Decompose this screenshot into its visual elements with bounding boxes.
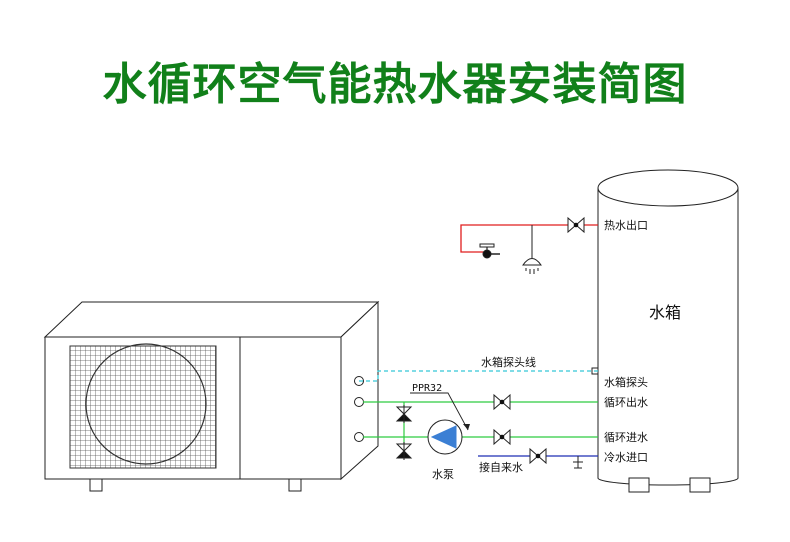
heat-pump-unit bbox=[43, 300, 380, 492]
cold-water-inlet-label: 冷水进口 bbox=[604, 451, 648, 464]
hot-water-pipe bbox=[460, 224, 598, 253]
shower-head-icon bbox=[522, 225, 542, 274]
check-valve-icon bbox=[573, 456, 583, 469]
page-title: 水循环空气能热水器安装简图 bbox=[102, 59, 688, 110]
tank-probe-wire-label: 水箱探头线 bbox=[481, 355, 536, 369]
pump-label: 水泵 bbox=[432, 468, 454, 481]
tank-label: 水箱 bbox=[649, 303, 681, 322]
circulation-in-label: 循环进水 bbox=[604, 431, 648, 444]
fan-grille bbox=[69, 343, 217, 469]
pipe-spec-label: PPR32 bbox=[412, 383, 442, 394]
tank-probe-wire bbox=[359, 370, 598, 382]
tap-water-label: 接自来水 bbox=[479, 461, 523, 474]
water-tank bbox=[591, 169, 739, 493]
circulation-in-valve bbox=[493, 428, 511, 446]
hot-water-valve bbox=[567, 216, 585, 234]
tank-probe-label: 水箱探头 bbox=[604, 375, 648, 389]
bypass-valve-lower bbox=[395, 442, 413, 460]
water-pump bbox=[427, 419, 463, 455]
cold-water-valve bbox=[529, 447, 547, 465]
circulation-out-valve bbox=[493, 393, 511, 411]
circulation-out-label: 循环出水 bbox=[604, 395, 648, 409]
hot-water-outlet-label: 热水出口 bbox=[604, 218, 648, 232]
pipe-spec-leader bbox=[410, 392, 469, 431]
bypass-valve-upper bbox=[395, 405, 413, 423]
faucet-icon bbox=[479, 243, 500, 259]
